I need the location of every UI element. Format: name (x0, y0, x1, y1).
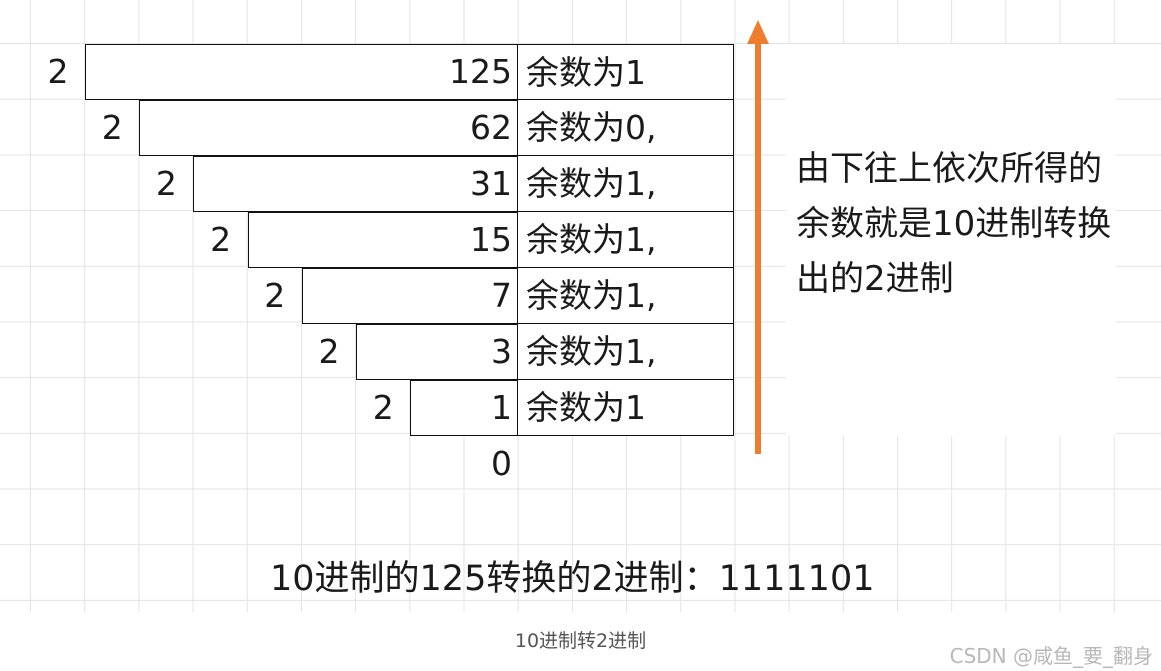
explanation-note: 由下往上依次所得的余数就是10进制转换出的2进制 (796, 149, 1112, 299)
upward-arrow (747, 20, 769, 454)
final-quotient: 0 (491, 444, 512, 483)
division-bracket-2 (193, 156, 518, 212)
remainder-3: 余数为1, (517, 212, 734, 268)
divisor-6: 2 (372, 388, 394, 427)
quotient-3: 15 (470, 220, 512, 259)
divisor-0: 2 (47, 52, 69, 91)
quotient-5: 3 (491, 332, 512, 371)
quotient-1: 62 (470, 108, 512, 147)
remainder-2: 余数为1, (517, 156, 734, 212)
quotient-0: 125 (449, 52, 512, 91)
division-bracket-1 (139, 100, 518, 156)
arrow-head (747, 20, 769, 44)
note-background (786, 44, 1116, 436)
figure-caption: 10进制转2进制 (514, 630, 647, 652)
division-bracket-4 (301, 268, 518, 324)
remainder-6: 余数为1 (517, 380, 734, 436)
quotient-6: 1 (491, 388, 512, 427)
quotient-2: 31 (470, 164, 512, 203)
divisor-5: 2 (318, 332, 340, 371)
remainder-5: 余数为1, (517, 324, 734, 380)
csdn-watermark: CSDN @咸鱼_要_翻身 (949, 644, 1153, 668)
division-bracket-5 (356, 324, 518, 380)
division-bracket-6 (410, 380, 518, 436)
remainder-0: 余数为1 (517, 44, 734, 100)
division-bracket-3 (247, 212, 518, 268)
remainder-4: 余数为1, (517, 268, 734, 324)
quotient-4: 7 (491, 276, 512, 315)
remainder-1: 余数为0, (517, 100, 734, 156)
conversion-result: 10进制的125转换的2进制：1111101 (270, 559, 875, 599)
division-bracket-0 (85, 44, 518, 100)
divisor-2: 2 (155, 164, 177, 203)
divisor-1: 2 (101, 108, 123, 147)
divisor-3: 2 (210, 220, 232, 259)
divisor-4: 2 (264, 276, 286, 315)
